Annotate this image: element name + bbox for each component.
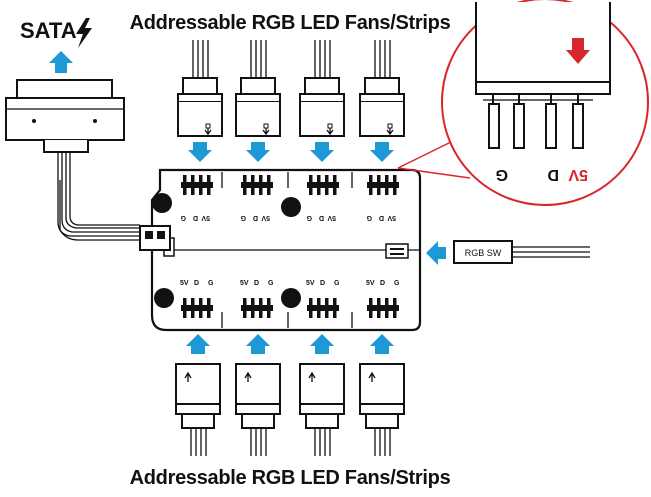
svg-text:D: D xyxy=(254,280,259,287)
svg-text:G: G xyxy=(180,214,186,221)
blue-arrow-icon xyxy=(426,241,446,265)
svg-text:G: G xyxy=(394,280,400,287)
title-bottom: Addressable RGB LED Fans/Strips xyxy=(130,467,451,489)
svg-text:D: D xyxy=(253,214,258,221)
sata-label: SATA xyxy=(20,18,77,43)
svg-text:G: G xyxy=(208,280,214,287)
svg-text:5V: 5V xyxy=(261,214,270,221)
title-top: Addressable RGB LED Fans/Strips xyxy=(130,12,451,34)
top-fan-connector-2 xyxy=(235,39,281,137)
svg-text:5V: 5V xyxy=(387,214,396,221)
svg-text:G: G xyxy=(268,280,274,287)
zoom-label-5v: 5V xyxy=(568,166,588,183)
svg-text:G: G xyxy=(366,214,372,221)
svg-text:G: G xyxy=(240,214,246,221)
blue-arrow-icon xyxy=(186,334,210,354)
blue-arrow-icon xyxy=(370,142,394,162)
svg-text:5V: 5V xyxy=(327,214,336,221)
svg-text:5V: 5V xyxy=(180,280,189,287)
bottom-pin-labels: 5V D G 5V D G 5V D G 5V D G xyxy=(180,280,400,287)
blue-arrow-icon xyxy=(310,142,334,162)
svg-text:D: D xyxy=(193,214,198,221)
top-fan-connector-4 xyxy=(359,39,405,137)
svg-text:5V: 5V xyxy=(240,280,249,287)
zoom-label-d: D xyxy=(547,166,559,183)
top-pin-labels: 5V D G 5V D G 5V D G 5V D G xyxy=(180,214,396,221)
svg-text:D: D xyxy=(320,280,325,287)
svg-text:G: G xyxy=(334,280,340,287)
svg-text:5V: 5V xyxy=(306,280,315,287)
bottom-fan-connector-3 xyxy=(299,363,345,457)
svg-text:D: D xyxy=(319,214,324,221)
zoom-label-g: G xyxy=(496,166,508,183)
red-arrow-icon xyxy=(566,38,590,64)
lightning-bolt-icon xyxy=(76,18,92,48)
sata-connector xyxy=(5,79,140,241)
svg-text:D: D xyxy=(380,280,385,287)
rgb-switch-cable: RGB SW xyxy=(426,240,590,265)
rgb-sw-label: RGB SW xyxy=(465,248,502,258)
blue-arrow-icon xyxy=(246,334,270,354)
blue-arrow-icon xyxy=(370,334,394,354)
zoom-callout: G D 5V xyxy=(397,0,649,206)
splitter-board xyxy=(139,168,422,332)
svg-text:D: D xyxy=(194,280,199,287)
blue-arrow-icon xyxy=(246,142,270,162)
bottom-fan-connector-1 xyxy=(175,363,221,457)
blue-arrow-icon xyxy=(310,334,334,354)
top-fan-connector-1 xyxy=(177,39,223,137)
top-fan-connector-3 xyxy=(299,39,345,137)
svg-text:5V: 5V xyxy=(366,280,375,287)
sata-arrow-icon xyxy=(49,51,73,73)
bottom-fan-connector-2 xyxy=(235,363,281,457)
bottom-fan-connector-4 xyxy=(359,363,405,457)
svg-text:5V: 5V xyxy=(201,214,210,221)
svg-text:G: G xyxy=(306,214,312,221)
svg-text:D: D xyxy=(379,214,384,221)
blue-arrow-icon xyxy=(188,142,212,162)
